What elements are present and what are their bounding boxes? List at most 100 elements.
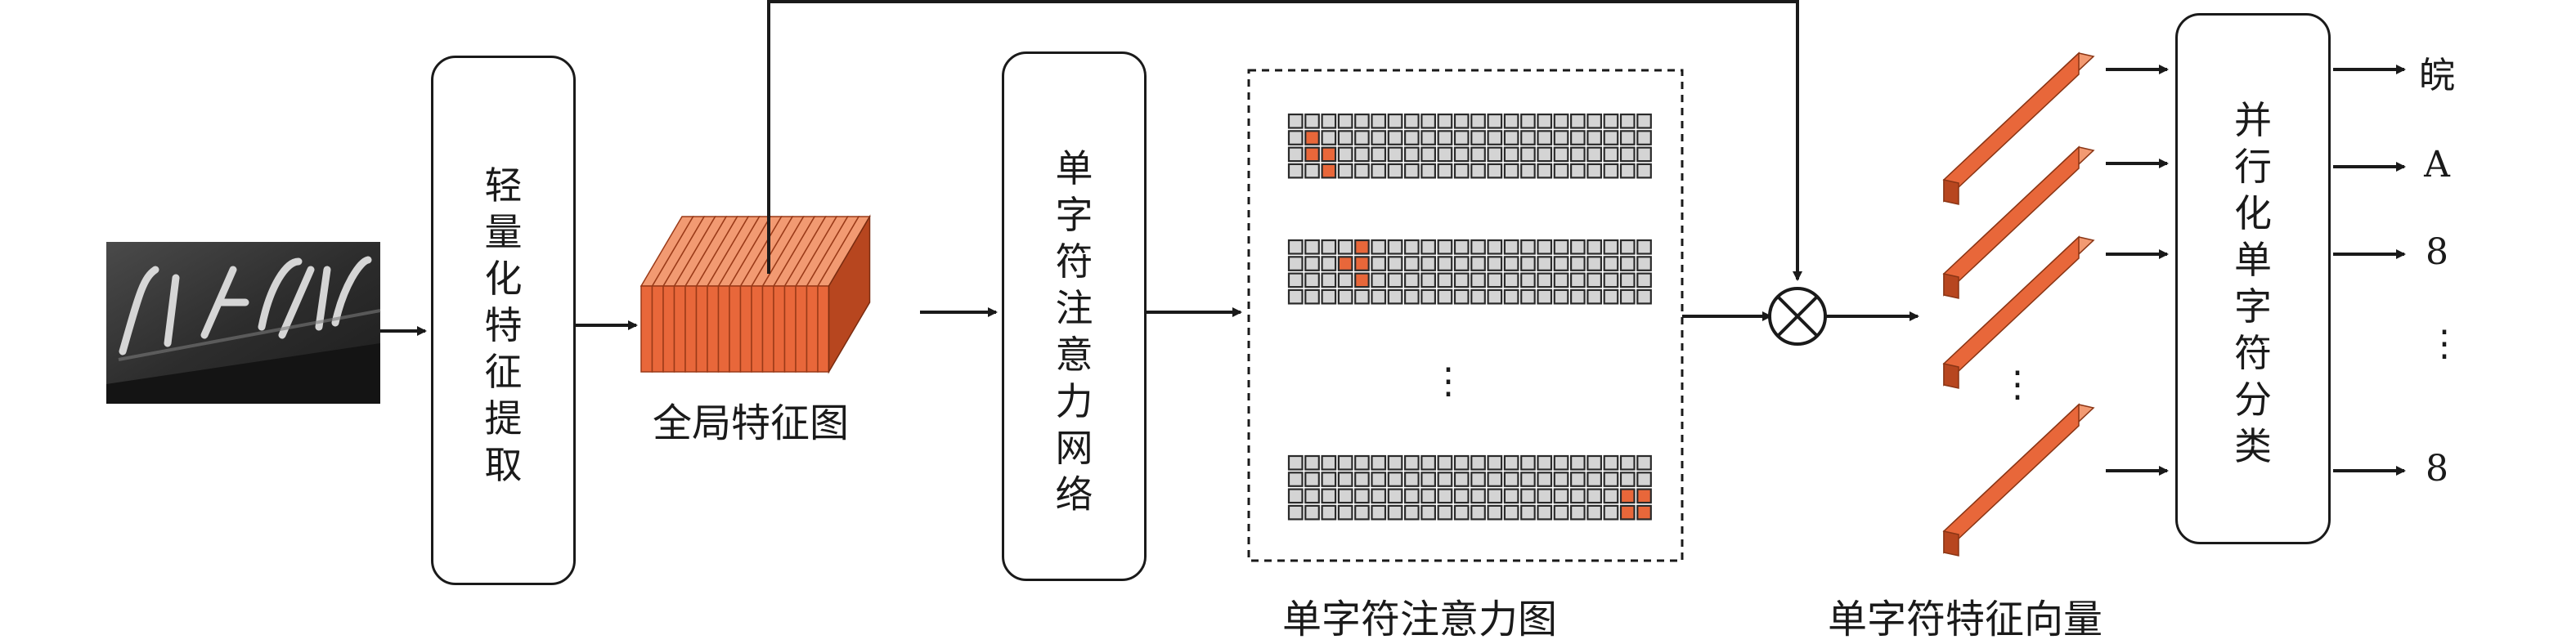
attention-cell	[1321, 113, 1337, 129]
attention-cell	[1304, 256, 1320, 271]
attention-cell	[1503, 113, 1519, 129]
attention-cell-active	[1304, 130, 1320, 145]
attention-cell	[1321, 454, 1337, 471]
attention-cell	[1470, 472, 1486, 487]
attention-cell	[1569, 130, 1586, 145]
attention-cell	[1420, 113, 1437, 129]
attention-cell	[1586, 272, 1603, 288]
output-char-4: 8	[2426, 448, 2448, 490]
attention-cell	[1586, 256, 1603, 271]
attention-cell	[1487, 488, 1503, 504]
attention-cell	[1470, 288, 1486, 305]
attention-cell-active	[1321, 146, 1337, 163]
attention-cell	[1304, 163, 1320, 179]
feature-slice	[695, 285, 708, 373]
attention-cell	[1387, 288, 1403, 305]
skip-connection-line	[767, 0, 1802, 281]
feature-slice	[707, 285, 720, 373]
attention-cell	[1287, 504, 1304, 521]
attention-cell	[1403, 163, 1420, 179]
attention-cell	[1371, 239, 1387, 255]
attention-cell	[1470, 488, 1486, 504]
attention-cell	[1503, 146, 1519, 163]
attention-cell	[1503, 488, 1519, 504]
attention-cell	[1553, 239, 1569, 255]
attention-cell	[1287, 163, 1304, 179]
attention-cell	[1371, 113, 1387, 129]
attention-cell	[1553, 256, 1569, 271]
attention-cell-active	[1619, 488, 1636, 504]
attention-cell	[1537, 163, 1553, 179]
attention-cell	[1304, 113, 1320, 129]
attention-cell	[1586, 488, 1603, 504]
attention-cell	[1586, 454, 1603, 471]
attention-map-ellipsis: ⋮	[1430, 360, 1466, 402]
attention-cell	[1470, 146, 1486, 163]
attention-cell	[1487, 472, 1503, 487]
attention-cell	[1537, 239, 1553, 255]
attention-cell	[1354, 504, 1370, 521]
attention-cell	[1420, 454, 1437, 471]
attention-cell	[1537, 288, 1553, 305]
attention-cell	[1287, 146, 1304, 163]
vector-bar-end	[1943, 530, 1959, 557]
attention-cell	[1503, 163, 1519, 179]
attention-cell	[1503, 504, 1519, 521]
feature-slice	[640, 285, 653, 373]
attention-cell	[1337, 488, 1353, 504]
attention-cell	[1520, 163, 1536, 179]
attention-cell	[1420, 504, 1437, 521]
attention-cell	[1537, 130, 1553, 145]
attention-cell-active	[1619, 504, 1636, 521]
attention-cell	[1603, 256, 1619, 271]
attention-cell	[1321, 130, 1337, 145]
attention-cell	[1304, 504, 1320, 521]
attention-cell	[1337, 454, 1353, 471]
attention-cell	[1354, 488, 1370, 504]
attention-cell	[1520, 454, 1536, 471]
char-feature-vector-caption: 单字符特征向量	[1828, 597, 2103, 642]
attention-cell	[1619, 272, 1636, 288]
feature-slice	[773, 285, 786, 373]
attention-cell	[1503, 256, 1519, 271]
attention-cell	[1387, 472, 1403, 487]
attention-cell	[1453, 488, 1470, 504]
attention-cell	[1437, 288, 1453, 305]
feature-slice	[651, 285, 664, 373]
attention-cell	[1586, 130, 1603, 145]
attention-cell	[1586, 113, 1603, 129]
attention-cell-active	[1304, 146, 1320, 163]
attention-cell	[1619, 288, 1636, 305]
attention-cell	[1503, 454, 1519, 471]
attention-cell	[1420, 488, 1437, 504]
attention-cell	[1569, 272, 1586, 288]
attention-cell-active	[1354, 256, 1370, 271]
attention-cell	[1437, 454, 1453, 471]
attention-cell	[1553, 454, 1569, 471]
attention-cell	[1569, 288, 1586, 305]
attention-cell	[1287, 130, 1304, 145]
license-plate-image	[106, 242, 381, 404]
attention-cell	[1437, 488, 1453, 504]
attention-cell	[1403, 146, 1420, 163]
attention-cell	[1287, 272, 1304, 288]
attention-cell	[1371, 130, 1387, 145]
attention-cell	[1586, 288, 1603, 305]
attention-cell	[1636, 272, 1652, 288]
attention-cell	[1636, 130, 1652, 145]
attention-cell	[1619, 130, 1636, 145]
attention-cell	[1569, 256, 1586, 271]
global-feature-map-caption: 全局特征图	[653, 400, 850, 446]
feature-slice	[739, 285, 752, 373]
attention-cell	[1553, 472, 1569, 487]
attention-cell	[1321, 272, 1337, 288]
attention-cell	[1304, 239, 1320, 255]
vector-bar-end	[1943, 179, 1959, 205]
attention-cell	[1287, 256, 1304, 271]
attention-cell	[1487, 239, 1503, 255]
attention-cell	[1287, 472, 1304, 487]
attention-cell	[1503, 239, 1519, 255]
attention-cell	[1287, 454, 1304, 471]
attention-cell	[1371, 288, 1387, 305]
